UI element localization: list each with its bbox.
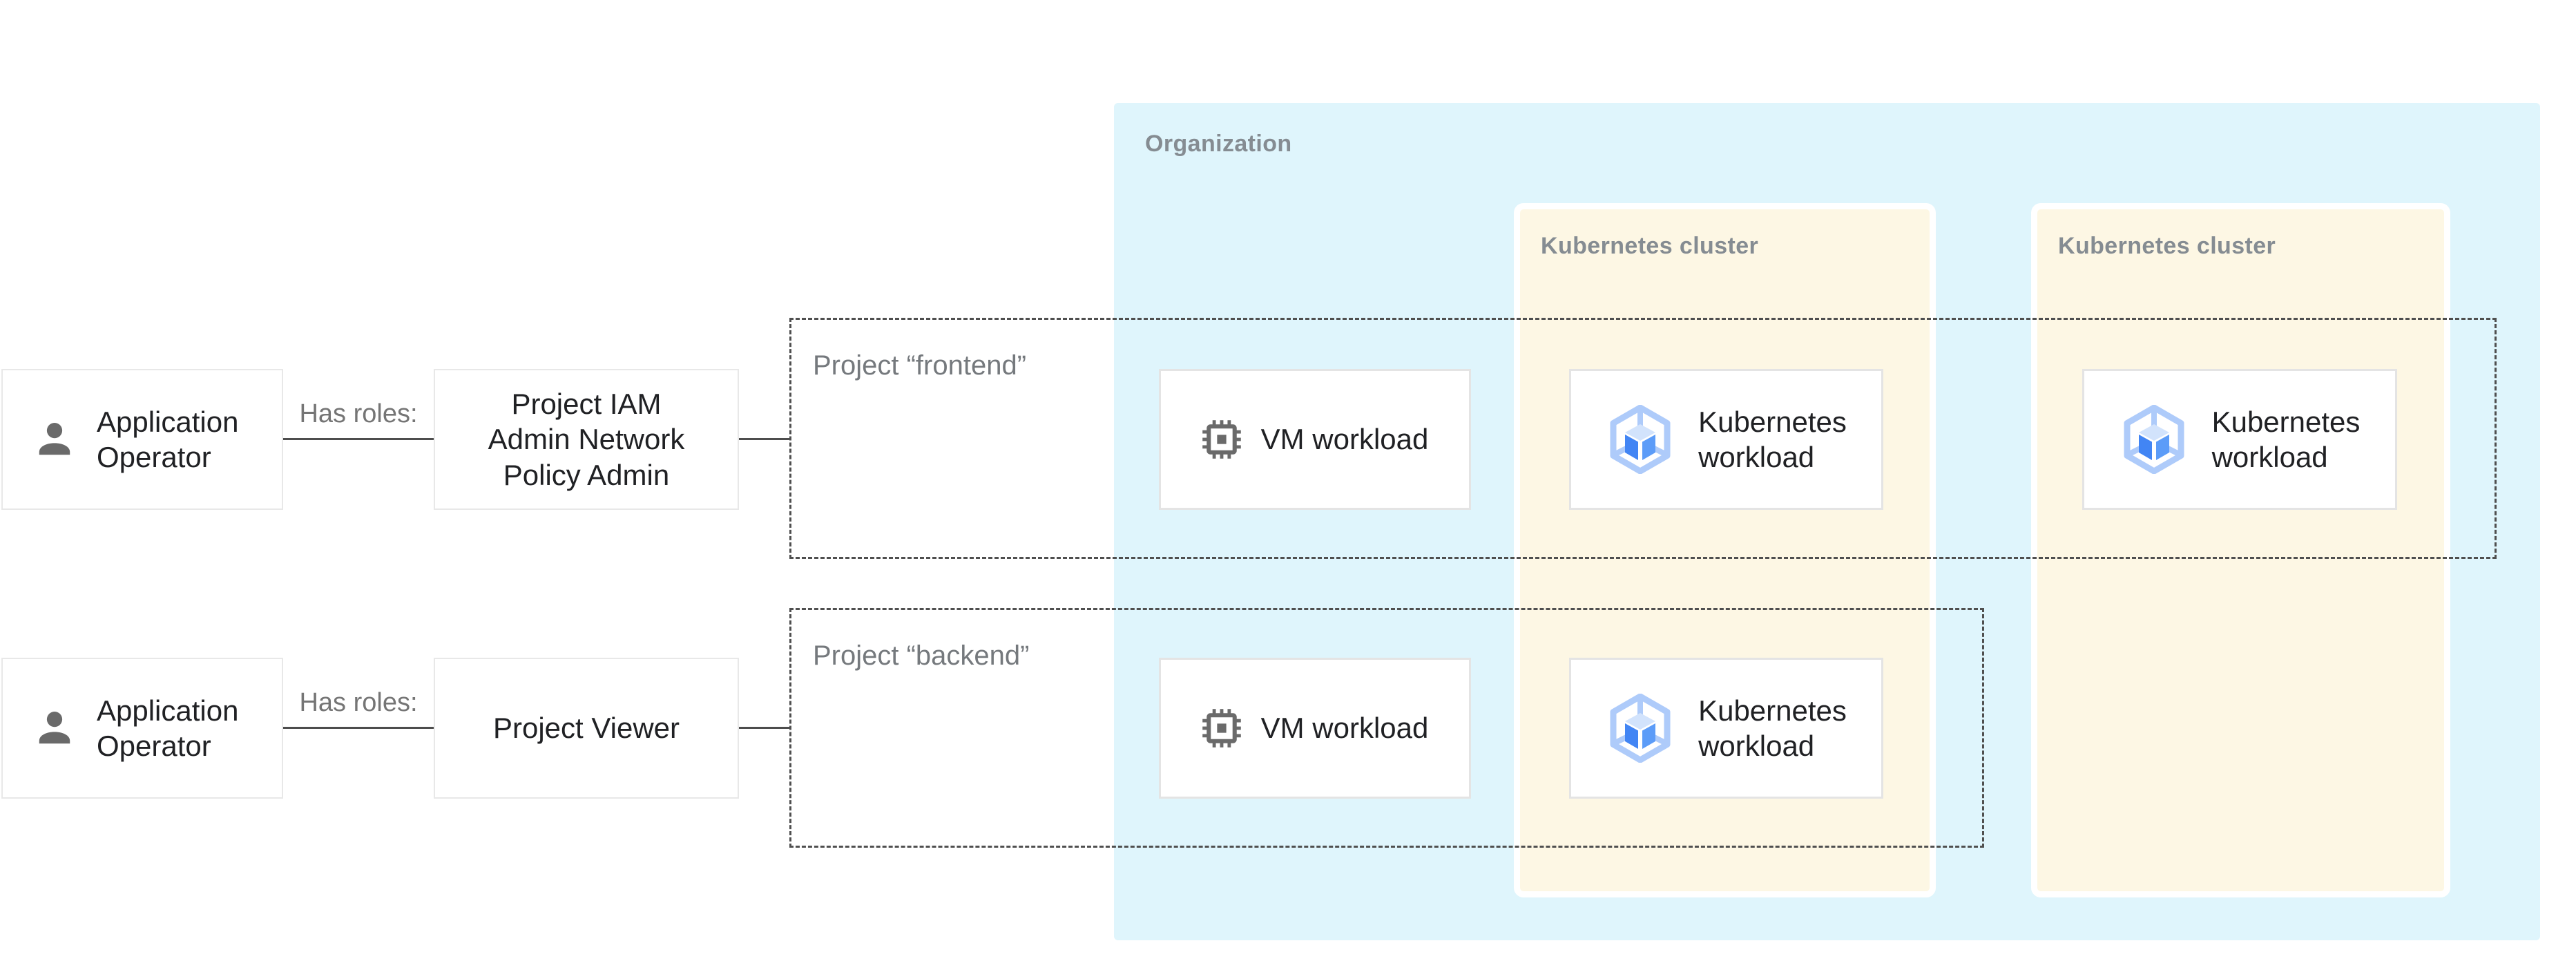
kubernetes-workload-label: Kubernetes workload	[1698, 405, 1847, 473]
kubernetes-workload-card-frontend-left: Kubernetes workload	[1569, 369, 1883, 510]
has-roles-label-row2: Has roles:	[299, 688, 418, 717]
vm-chip-icon	[1202, 419, 1242, 459]
application-operator-card-row1: Application Operator	[1, 369, 283, 510]
application-operator-label: Application Operator	[97, 694, 239, 762]
connector-operator-to-role-row1	[282, 438, 435, 440]
kubernetes-hexagon-icon	[1606, 694, 1675, 763]
connector-operator-to-role-row2	[282, 727, 435, 729]
person-icon	[33, 417, 76, 462]
has-roles-label-row1: Has roles:	[299, 399, 418, 428]
project-backend-boundary: Project “backend”	[789, 608, 1984, 848]
vm-workload-card-backend: VM workload	[1159, 658, 1471, 799]
role-label-row2: Project Viewer	[492, 712, 680, 745]
vm-workload-card-frontend: VM workload	[1159, 369, 1471, 510]
kubernetes-workload-label: Kubernetes workload	[2211, 405, 2361, 473]
project-backend-label: Project “backend”	[813, 640, 1030, 671]
connector-role-to-project-row2	[738, 727, 791, 729]
project-frontend-boundary: Project “frontend”	[789, 318, 2497, 559]
connector-role-to-project-row1	[738, 438, 791, 440]
organization-label: Organization	[1145, 131, 1292, 157]
vm-workload-label: VM workload	[1260, 712, 1429, 745]
kubernetes-workload-card-backend: Kubernetes workload	[1569, 658, 1883, 799]
application-operator-card-row2: Application Operator	[1, 658, 283, 799]
kubernetes-workload-card-frontend-right: Kubernetes workload	[2082, 369, 2397, 510]
application-operator-label: Application Operator	[97, 405, 239, 473]
role-card-row1: Project IAM Admin Network Policy Admin	[434, 369, 739, 510]
role-label-row1: Project IAM Admin Network Policy Admin	[488, 388, 685, 491]
person-icon	[33, 705, 76, 751]
kubernetes-hexagon-icon	[2120, 405, 2189, 474]
kubernetes-cluster-left-label: Kubernetes cluster	[1541, 233, 1759, 259]
kubernetes-cluster-right-label: Kubernetes cluster	[2058, 233, 2276, 259]
role-card-row2: Project Viewer	[434, 658, 739, 799]
kubernetes-workload-label: Kubernetes workload	[1698, 694, 1847, 762]
vm-workload-label: VM workload	[1260, 423, 1429, 456]
kubernetes-hexagon-icon	[1606, 405, 1675, 474]
project-frontend-label: Project “frontend”	[813, 350, 1027, 381]
vm-chip-icon	[1202, 708, 1242, 748]
